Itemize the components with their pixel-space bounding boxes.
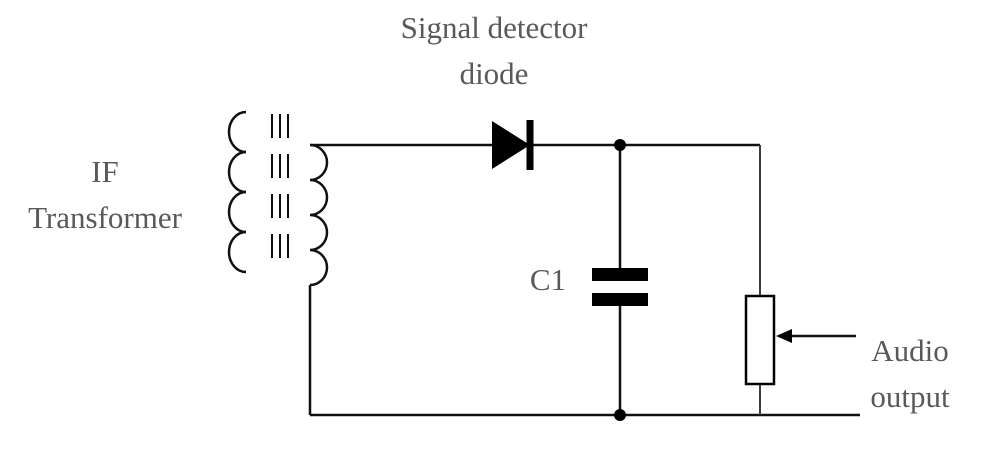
diode-anode-triangle	[492, 121, 530, 169]
audio-output-label-line2: output	[870, 379, 950, 414]
audio-output-arrow	[776, 329, 856, 343]
junction-dot-bottom	[614, 409, 626, 421]
capacitor-plate-bottom	[592, 293, 648, 306]
transformer-label-line2: Transformer	[28, 200, 183, 235]
transformer-core-icon	[271, 114, 289, 258]
junction-dot-top	[614, 139, 626, 151]
resistor-symbol	[744, 294, 776, 386]
capacitor-plate-top	[592, 268, 648, 281]
transformer-primary-coil	[227, 110, 247, 274]
transformer-label-line1: IF	[91, 154, 119, 189]
diode-label-line1: Signal detector	[401, 10, 588, 45]
if-transformer-symbol	[227, 110, 329, 287]
diode-label-line2: diode	[460, 56, 529, 91]
detector-diode-symbol	[492, 120, 534, 170]
capacitor-label: C1	[530, 262, 566, 297]
transformer-secondary-coil	[309, 143, 329, 287]
capacitor-symbol	[592, 268, 648, 306]
audio-output-label-line1: Audio	[871, 333, 949, 368]
arrow-head-icon	[776, 329, 792, 343]
